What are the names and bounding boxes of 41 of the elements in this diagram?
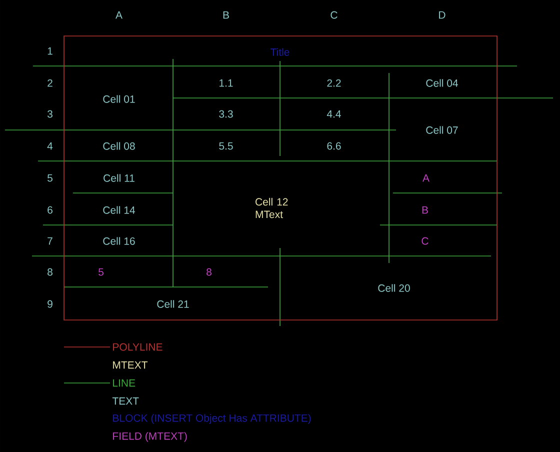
table-text: Cell 21 <box>157 300 189 308</box>
legend-entry: BLOCK (INSERT Object Has ATTRIBUTE) <box>113 414 311 424</box>
legend-entry: TEXT <box>112 397 139 405</box>
row-number: 6 <box>48 206 52 214</box>
column-letter: D <box>439 11 446 19</box>
table-text: 2.2 <box>327 79 341 87</box>
row-number: 2 <box>48 79 52 87</box>
legend-entry: MTEXT <box>113 361 148 369</box>
row-number: 4 <box>47 142 53 150</box>
column-letter: A <box>116 11 122 19</box>
row-number: 1 <box>48 47 52 55</box>
field-text: A <box>422 174 430 182</box>
table-text: 1.1 <box>220 79 233 87</box>
table-text: 4.4 <box>326 110 341 118</box>
legend-entry: FIELD (MTEXT) <box>113 432 187 442</box>
table-text: 6.6 <box>327 142 341 150</box>
row-number: 7 <box>48 237 52 245</box>
table-text: Cell 14 <box>103 206 135 214</box>
table-text: 3.3 <box>219 110 233 118</box>
mtext-text: Cell 12 MText <box>256 198 288 218</box>
table-text: Cell 01 <box>103 95 135 103</box>
legend-entry: POLYLINE <box>64 343 162 351</box>
table-text: Cell 08 <box>103 142 135 150</box>
field-text: 5 <box>98 268 104 276</box>
table-text: 5.5 <box>219 142 233 150</box>
table-text: Cell 04 <box>426 79 458 87</box>
row-number: 8 <box>48 268 52 276</box>
field-text: B <box>422 206 428 214</box>
row-number: 9 <box>48 300 52 308</box>
field-text: 8 <box>206 268 212 276</box>
row-number: 3 <box>47 110 52 118</box>
table-text: Cell 16 <box>103 237 135 245</box>
table-text: Cell 20 <box>378 284 410 292</box>
table-text: Cell 11 <box>104 174 134 182</box>
column-letter: B <box>223 11 229 19</box>
field-text: C <box>422 237 428 245</box>
legend-entry: LINE <box>64 379 136 387</box>
table-text: Cell 07 <box>426 126 458 134</box>
column-letter: C <box>330 11 338 19</box>
row-number: 5 <box>48 174 52 182</box>
title-text: Title <box>270 48 290 56</box>
